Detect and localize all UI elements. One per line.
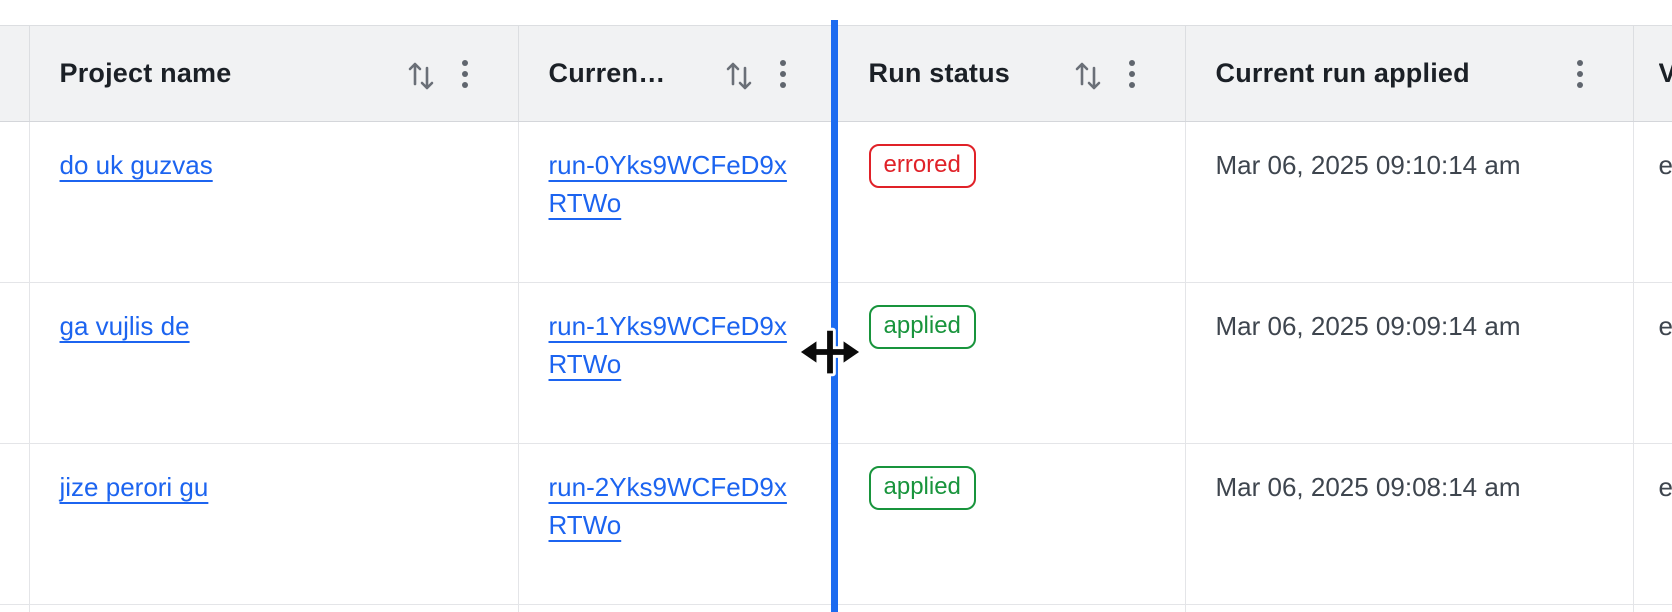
kebab-menu-icon[interactable] (460, 59, 470, 89)
run-status-cell: errored (835, 121, 1186, 283)
sort-icon[interactable] (1073, 57, 1103, 91)
header-row: Project name Curren… (0, 25, 1672, 122)
current-run-applied-cell: Mar 06, 2025 09:10:14 am (1184, 121, 1634, 283)
status-badge: errored (868, 144, 976, 188)
applied-timestamp: Mar 06, 2025 09:09:14 am (1215, 311, 1521, 341)
current-run-applied-cell: Mar 06, 2025 09:07:14 am (1184, 604, 1634, 612)
project-link[interactable]: jize perori gu (59, 472, 209, 502)
clipped-cell: e (1632, 604, 1672, 612)
column-label-project-name: Project name (59, 58, 232, 88)
current-run-applied-cell: Mar 06, 2025 09:08:14 am (1184, 443, 1634, 605)
column-label-clipped: V (1659, 58, 1672, 89)
table-row: ga vujlis de run-1Yks9WCFeD9xRTWo applie… (0, 282, 1672, 444)
clipped-cell: e (1632, 121, 1672, 283)
column-resize-indicator-line[interactable] (831, 20, 838, 612)
run-link[interactable]: run-2Yks9WCFeD9xRTWo (548, 472, 787, 540)
run-status-cell: planned (835, 604, 1186, 612)
kebab-menu-icon[interactable] (778, 59, 788, 89)
column-label-current-run: Curren… (548, 58, 666, 88)
column-header-current-run-applied: Current run applied (1184, 25, 1634, 122)
column-label-run-status: Run status (868, 58, 1011, 88)
table-row: jokbopu vipsu umbi run-3Yks9WCFeD9xRTWo … (0, 604, 1672, 612)
column-header-run-status: Run status (835, 25, 1186, 122)
status-badge: applied (868, 466, 976, 510)
column-header-current-run: Curren… (517, 25, 837, 122)
table-row: do uk guzvas run-0Yks9WCFeD9xRTWo errore… (0, 121, 1672, 283)
column-header-project-name: Project name (28, 25, 519, 122)
project-link[interactable]: do uk guzvas (59, 150, 213, 180)
run-status-cell: applied (835, 282, 1186, 444)
header-spacer-cell (0, 25, 30, 122)
current-run-cell: run-3Yks9WCFeD9xRTWo (517, 604, 837, 612)
run-link[interactable]: run-1Yks9WCFeD9xRTWo (548, 311, 787, 379)
sort-icon[interactable] (724, 57, 754, 91)
row-spacer-cell (0, 282, 30, 444)
current-run-cell: run-2Yks9WCFeD9xRTWo (517, 443, 837, 605)
row-spacer-cell (0, 604, 30, 612)
applied-timestamp: Mar 06, 2025 09:08:14 am (1215, 472, 1521, 502)
sort-icon[interactable] (406, 57, 436, 91)
current-run-cell: run-0Yks9WCFeD9xRTWo (517, 121, 837, 283)
project-name-cell: jize perori gu (28, 443, 519, 605)
clipped-cell-text: e (1658, 472, 1672, 502)
workspaces-table: Project name Curren… (0, 25, 1672, 612)
run-status-cell: applied (835, 443, 1186, 605)
row-spacer-cell (0, 121, 30, 283)
clipped-cell: e (1632, 282, 1672, 444)
row-spacer-cell (0, 443, 30, 605)
kebab-menu-icon[interactable] (1575, 59, 1585, 89)
project-name-cell: ga vujlis de (28, 282, 519, 444)
column-header-clipped: V (1632, 25, 1672, 122)
project-name-cell: do uk guzvas (28, 121, 519, 283)
clipped-cell-text: e (1658, 311, 1672, 341)
project-link[interactable]: ga vujlis de (59, 311, 190, 341)
status-badge: applied (868, 305, 976, 349)
applied-timestamp: Mar 06, 2025 09:10:14 am (1215, 150, 1521, 180)
clipped-cell: e (1632, 443, 1672, 605)
project-name-cell: jokbopu vipsu umbi (28, 604, 519, 612)
current-run-cell: run-1Yks9WCFeD9xRTWo (517, 282, 837, 444)
current-run-applied-cell: Mar 06, 2025 09:09:14 am (1184, 282, 1634, 444)
column-label-current-run-applied: Current run applied (1215, 58, 1470, 88)
kebab-menu-icon[interactable] (1127, 59, 1137, 89)
run-link[interactable]: run-0Yks9WCFeD9xRTWo (548, 150, 787, 218)
clipped-cell-text: e (1658, 150, 1672, 180)
